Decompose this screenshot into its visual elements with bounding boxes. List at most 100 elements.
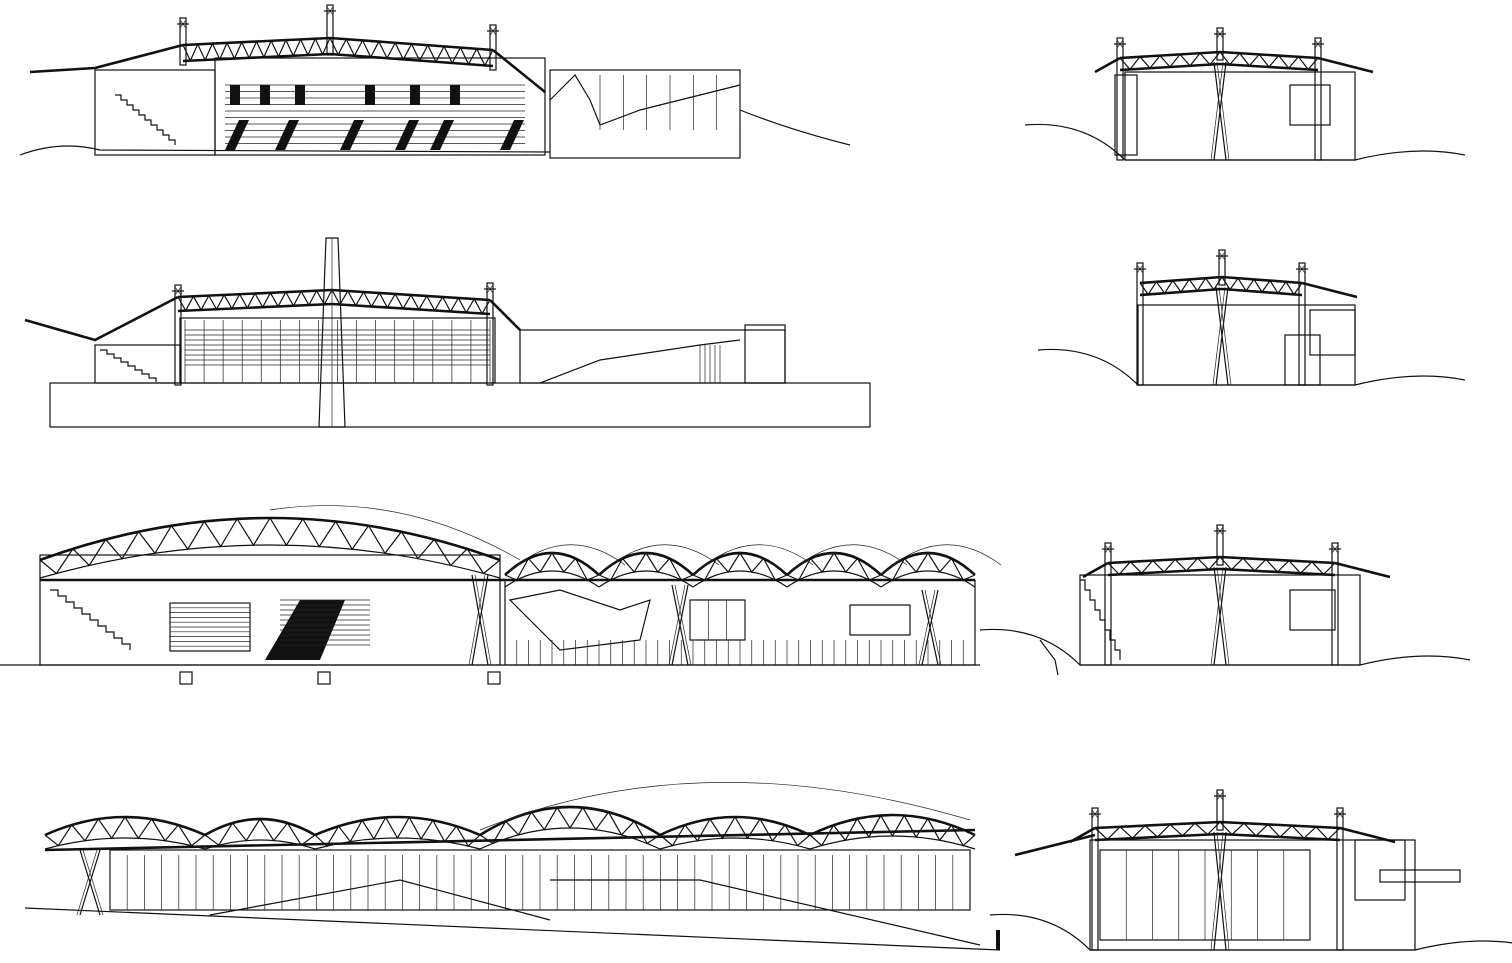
arch-top-chord xyxy=(659,815,811,837)
truss-web xyxy=(1219,821,1341,841)
roof-canopy xyxy=(1094,56,1121,74)
window-panel xyxy=(849,604,911,636)
truss-web xyxy=(1119,51,1221,71)
mast xyxy=(1216,524,1224,566)
truss-bottom-chord xyxy=(177,302,333,313)
x-column-leg xyxy=(671,584,689,666)
arch-web xyxy=(504,551,600,581)
interior-volume xyxy=(508,589,651,651)
stair xyxy=(100,349,157,382)
roof-canopy xyxy=(1334,561,1391,579)
x-column-leg xyxy=(79,849,101,916)
roof-membrane xyxy=(598,544,720,576)
mast xyxy=(174,284,182,386)
footing xyxy=(179,671,193,685)
arch-top-chord xyxy=(786,551,882,576)
foyer-walls xyxy=(94,344,181,384)
x-column-leg xyxy=(668,584,686,666)
section-3-long-section xyxy=(0,505,1002,685)
truss-top-chord xyxy=(1221,275,1303,285)
building-outline xyxy=(1089,839,1416,951)
mast-brace xyxy=(1136,264,1144,274)
roof-membrane xyxy=(692,544,814,576)
arch-web xyxy=(659,815,811,847)
arch-top-chord xyxy=(479,805,661,837)
truss-top-chord xyxy=(1219,555,1336,565)
truss-web xyxy=(1107,556,1221,576)
retaining-wall xyxy=(1039,639,1059,676)
truss-web xyxy=(1221,276,1303,296)
seat-block xyxy=(275,120,299,150)
ground-line xyxy=(24,907,1001,951)
ground-line xyxy=(739,109,851,146)
mast-brace xyxy=(1218,251,1226,261)
seat-block xyxy=(230,85,240,105)
building-outline xyxy=(1124,71,1356,161)
seat-block xyxy=(225,120,249,150)
arch-web xyxy=(598,551,694,581)
seat-block xyxy=(260,85,270,105)
mast-brace xyxy=(486,284,494,294)
balcony-box xyxy=(1289,84,1331,126)
mast xyxy=(1116,37,1124,161)
x-column-leg xyxy=(1218,286,1232,386)
mast-brace xyxy=(1336,809,1344,819)
section-8-cross xyxy=(989,789,1512,951)
arch-top-chord xyxy=(504,551,600,576)
arch-web xyxy=(786,551,882,581)
truss-top-chord xyxy=(1094,820,1221,830)
x-column-leg xyxy=(1216,831,1230,951)
seat-block xyxy=(395,120,419,150)
arch-web xyxy=(479,806,661,845)
arch-top-chord xyxy=(314,815,481,837)
x-column-leg xyxy=(474,574,492,666)
roof-membrane xyxy=(269,505,521,561)
ground-line xyxy=(989,913,1512,951)
arch-top-chord xyxy=(598,551,694,576)
seat-block xyxy=(430,120,454,150)
section-1-longitudinal xyxy=(19,4,851,159)
section-4-elevation xyxy=(24,782,1001,951)
podium xyxy=(49,382,871,428)
ground-line xyxy=(1037,348,1466,386)
x-column-leg xyxy=(918,589,936,666)
truss-web xyxy=(177,289,333,312)
mast-brace xyxy=(1116,39,1124,49)
x-column-leg xyxy=(471,574,489,666)
x-column-leg xyxy=(1210,566,1224,666)
mast xyxy=(1314,37,1322,161)
x-column-leg xyxy=(468,574,486,666)
arch-web xyxy=(692,551,788,581)
mast xyxy=(486,282,494,386)
section-5-cross xyxy=(1024,27,1466,161)
mast xyxy=(1298,262,1306,386)
arch-bottom-chord xyxy=(44,837,206,850)
arch-web xyxy=(880,551,976,581)
truss-web xyxy=(1219,51,1319,71)
x-column-leg xyxy=(1210,61,1224,161)
stair xyxy=(1080,579,1121,660)
stair-block xyxy=(1284,334,1321,386)
cantilever-slab xyxy=(1379,869,1461,883)
x-column-leg xyxy=(921,589,939,666)
mast xyxy=(1216,789,1224,831)
truss-top-chord xyxy=(1219,820,1341,830)
ramp xyxy=(539,339,741,384)
mast xyxy=(1104,542,1112,666)
x-column-leg xyxy=(1216,61,1230,161)
truss-top-chord xyxy=(1119,50,1221,60)
truss-top-chord xyxy=(1107,555,1221,565)
arch-web xyxy=(314,816,481,848)
roof-canopy-left xyxy=(24,295,179,342)
truss-web xyxy=(1219,556,1336,576)
roof-membrane xyxy=(479,782,971,831)
side-wall xyxy=(1114,74,1138,156)
x-column-leg xyxy=(76,849,98,916)
stair-tower xyxy=(744,324,786,384)
roof-membrane xyxy=(880,544,1002,576)
mast-brace xyxy=(489,26,497,36)
truss-web xyxy=(329,37,494,67)
seat-block xyxy=(450,85,460,105)
main-hall-walls xyxy=(39,554,501,666)
